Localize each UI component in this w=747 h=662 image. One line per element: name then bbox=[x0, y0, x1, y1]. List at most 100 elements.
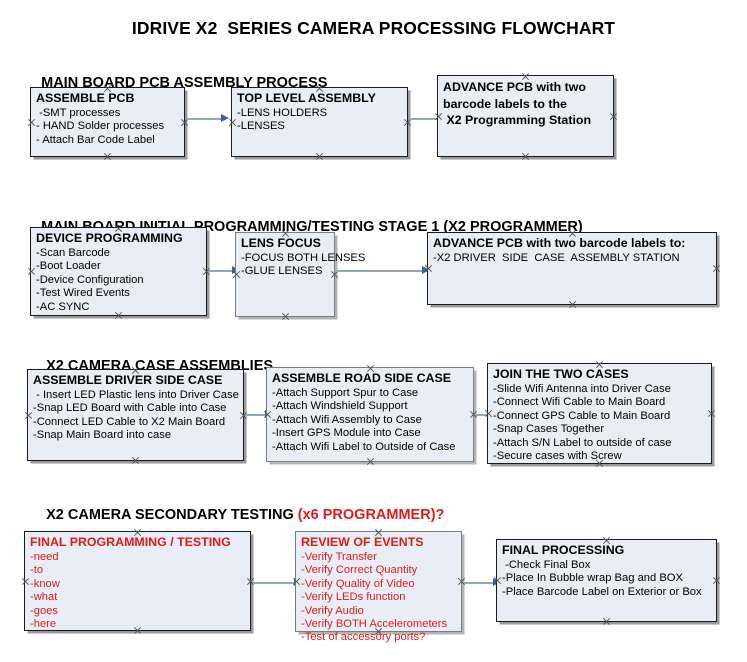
resize-handle-right[interactable] bbox=[469, 410, 478, 419]
resize-handle-bottom[interactable] bbox=[568, 300, 577, 309]
resize-handle-right[interactable] bbox=[712, 576, 721, 585]
node-title-line: ADVANCE PCB with two bbox=[443, 80, 586, 94]
node-advance-pcb-programming-station[interactable]: ADVANCE PCB with two barcode labels to t… bbox=[437, 75, 614, 157]
node-title: FINAL PROGRAMMING / TESTING bbox=[30, 535, 231, 549]
section-heading-4: X2 CAMERA SECONDARY TESTING (x6 PROGRAMM… bbox=[30, 491, 444, 539]
connector-arrow bbox=[187, 113, 230, 124]
node-title: REVIEW OF EVENTS bbox=[301, 535, 424, 549]
resize-handle-bottom[interactable] bbox=[315, 152, 324, 161]
node-final-processing[interactable]: FINAL PROCESSING -Check Final Box -Place… bbox=[496, 539, 717, 622]
node-line: -Verify LEDs function bbox=[301, 591, 406, 604]
resize-handle-right[interactable] bbox=[609, 112, 618, 121]
node-line: -Connect Wifi Cable to Main Board bbox=[493, 396, 666, 409]
resize-handle-right[interactable] bbox=[457, 577, 466, 586]
resize-handle-left[interactable] bbox=[27, 118, 36, 127]
node-line: -Verify BOTH Accelerometers bbox=[301, 618, 448, 631]
node-title: ASSEMBLE PCB bbox=[36, 91, 135, 105]
node-line: -SMT processes bbox=[36, 106, 121, 119]
resize-handle-left[interactable] bbox=[434, 112, 443, 121]
node-line: -Attach Wifi Label to Outside of Case bbox=[272, 440, 456, 453]
resize-handle-right[interactable] bbox=[246, 577, 255, 586]
node-title: JOIN THE TWO CASES bbox=[493, 367, 629, 381]
node-line: -Secure cases with Screw bbox=[493, 450, 622, 463]
resize-handle-right[interactable] bbox=[707, 409, 716, 418]
resize-handle-bottom[interactable] bbox=[602, 617, 611, 626]
node-title: DEVICE PROGRAMMING bbox=[36, 231, 183, 245]
node-line: -Attach Wifi Assembly to Case bbox=[272, 413, 422, 426]
page-title: IDRIVE X2 SERIES CAMERA PROCESSING FLOWC… bbox=[131, 18, 616, 38]
node-line: -Connect LED Cable to X2 Main Board bbox=[33, 415, 226, 428]
node-line: -Attach Windshield Support bbox=[272, 400, 408, 413]
node-line: -Place Barcode Label on Exterior or Box bbox=[502, 585, 702, 598]
node-line: -Check Final Box bbox=[502, 558, 591, 571]
resize-handle-bottom[interactable] bbox=[521, 152, 530, 161]
node-title-block: ADVANCE PCB with two barcode labels to t… bbox=[443, 79, 609, 129]
node-title: FINAL PROCESSING bbox=[502, 543, 625, 557]
resize-handle-bottom[interactable] bbox=[281, 312, 290, 321]
node-line: -Insert GPS Module into Case bbox=[272, 427, 421, 440]
node-advance-pcb-case-assembly[interactable]: ADVANCE PCB with two barcode labels to: … bbox=[427, 232, 717, 305]
resize-handle-right[interactable] bbox=[330, 270, 339, 279]
node-assemble-road-side-case[interactable]: ASSEMBLE ROAD SIDE CASE -Attach Support … bbox=[266, 367, 474, 462]
resize-handle-right[interactable] bbox=[712, 264, 721, 273]
resize-handle-left[interactable] bbox=[292, 577, 301, 586]
node-line: -X2 DRIVER SIDE CASE ASSEMBLY STATION bbox=[433, 251, 680, 264]
resize-handle-bottom[interactable] bbox=[366, 457, 375, 466]
node-title: TOP LEVEL ASSEMBLY bbox=[237, 91, 376, 105]
node-line: -goes bbox=[30, 604, 58, 617]
node-title-line: X2 Programming Station bbox=[443, 113, 592, 127]
node-line: -Snap LED Board with Cable into Case bbox=[33, 402, 227, 415]
resize-handle-left[interactable] bbox=[21, 577, 30, 586]
node-line: -GLUE LENSES bbox=[241, 265, 323, 278]
node-title: ASSEMBLE ROAD SIDE CASE bbox=[272, 371, 451, 385]
node-line: - Attach Bar Code Label bbox=[36, 133, 155, 146]
resize-handle-right[interactable] bbox=[202, 267, 211, 276]
resize-handle-left[interactable] bbox=[493, 576, 502, 585]
node-title: ADVANCE PCB with two barcode labels to: bbox=[433, 236, 686, 250]
resize-handle-left[interactable] bbox=[232, 270, 241, 279]
resize-handle-left[interactable] bbox=[424, 264, 433, 273]
node-line: - HAND Solder processes bbox=[36, 120, 165, 133]
node-line: -Attach Support Spur to Case bbox=[272, 386, 419, 399]
node-line: -Verify Audio bbox=[301, 604, 364, 617]
node-line: -LENS HOLDERS bbox=[237, 106, 328, 119]
node-line: -Verify Correct Quantity bbox=[301, 564, 418, 577]
node-line: -need bbox=[30, 550, 59, 563]
resize-handle-bottom[interactable] bbox=[103, 152, 112, 161]
node-lens-focus[interactable]: LENS FOCUS -FOCUS BOTH LENSES -GLUE LENS… bbox=[232, 232, 366, 317]
node-line: -Verify Transfer bbox=[301, 550, 377, 563]
resize-handle-left[interactable] bbox=[24, 411, 33, 420]
node-title: LENS FOCUS bbox=[241, 236, 321, 250]
node-top-level-assembly[interactable]: TOP LEVEL ASSEMBLY -LENS HOLDERS -LENSES bbox=[231, 87, 408, 157]
node-overflow-line: -Test of accessory ports? bbox=[301, 631, 426, 643]
node-assemble-driver-side-case[interactable]: ASSEMBLE DRIVER SIDE CASE - Insert LED P… bbox=[27, 369, 244, 461]
section-heading-4-text: X2 CAMERA SECONDARY TESTING bbox=[46, 507, 298, 523]
node-line: -AC SYNC bbox=[36, 300, 90, 313]
node-line: -to bbox=[30, 564, 44, 577]
node-line: -know bbox=[30, 577, 60, 590]
node-line: -Connect GPS Cable to Main Board bbox=[493, 409, 671, 422]
resize-handle-left[interactable] bbox=[228, 118, 237, 127]
node-line: -FOCUS BOTH LENSES bbox=[241, 251, 366, 264]
node-title-line: barcode labels to the bbox=[443, 96, 567, 111]
resize-handle-left[interactable] bbox=[27, 267, 36, 276]
node-line: -Device Configuration bbox=[36, 273, 144, 286]
node-review-of-events[interactable]: REVIEW OF EVENTS -Verify Transfer -Verif… bbox=[292, 531, 462, 643]
resize-handle-left[interactable] bbox=[263, 410, 272, 419]
connector-arrow bbox=[337, 265, 432, 276]
node-line: -Place In Bubble wrap Bag and BOX bbox=[502, 572, 683, 585]
node-device-programming[interactable]: DEVICE PROGRAMMING -Scan Barcode -Boot L… bbox=[30, 227, 207, 316]
resize-handle-right[interactable] bbox=[403, 118, 412, 127]
node-join-the-two-cases[interactable]: JOIN THE TWO CASES -Slide Wifi Antenna i… bbox=[487, 363, 712, 464]
node-line: -Boot Loader bbox=[36, 260, 101, 273]
node-assemble-pcb[interactable]: ASSEMBLE PCB -SMT processes - HAND Solde… bbox=[30, 87, 185, 157]
resize-handle-bottom[interactable] bbox=[131, 456, 140, 465]
node-title: ASSEMBLE DRIVER SIDE CASE bbox=[33, 373, 223, 387]
node-line: -what bbox=[30, 591, 58, 604]
node-final-programming-testing[interactable]: FINAL PROGRAMMING / TESTING -need -to -k… bbox=[24, 531, 251, 631]
resize-handle-right[interactable] bbox=[239, 411, 248, 420]
resize-handle-right[interactable] bbox=[180, 118, 189, 127]
resize-handle-left[interactable] bbox=[484, 409, 493, 418]
node-line: -Attach S/N Label to outside of case bbox=[493, 436, 672, 449]
